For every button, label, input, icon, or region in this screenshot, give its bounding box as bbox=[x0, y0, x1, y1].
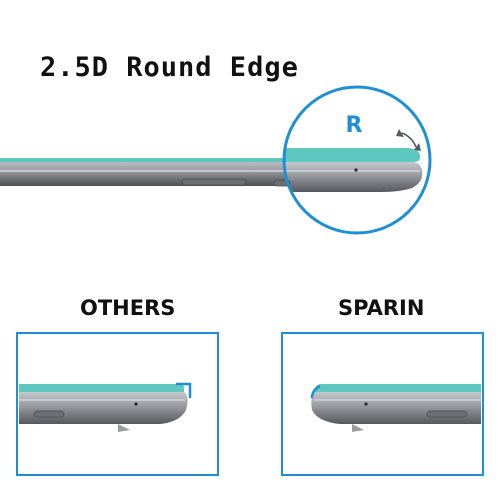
sparin-glass bbox=[314, 384, 481, 392]
zoom-letter: R bbox=[346, 113, 363, 138]
rotate-arrow-icon bbox=[396, 129, 421, 151]
volume-button bbox=[181, 178, 247, 186]
zoom-device-body bbox=[284, 162, 423, 192]
others-device-body bbox=[19, 392, 188, 424]
others-label: OTHERS bbox=[80, 296, 176, 320]
sparin-label: SPARIN bbox=[338, 296, 425, 320]
device-side-view bbox=[0, 158, 300, 187]
panel-sparin bbox=[281, 332, 484, 476]
headline: 2.5D Round Edge bbox=[40, 52, 299, 83]
zoom-glass bbox=[284, 148, 420, 162]
corner-bracket-icon bbox=[310, 384, 321, 399]
sparin-device-body bbox=[311, 392, 481, 424]
zoom-circle bbox=[282, 85, 432, 235]
others-glass bbox=[19, 384, 184, 392]
corner-bracket-icon bbox=[176, 382, 192, 398]
zoom-ring bbox=[282, 85, 432, 235]
glass-protector bbox=[0, 158, 300, 162]
panel-others bbox=[16, 332, 219, 476]
device-body bbox=[0, 162, 300, 186]
zoom-hole bbox=[354, 168, 358, 172]
